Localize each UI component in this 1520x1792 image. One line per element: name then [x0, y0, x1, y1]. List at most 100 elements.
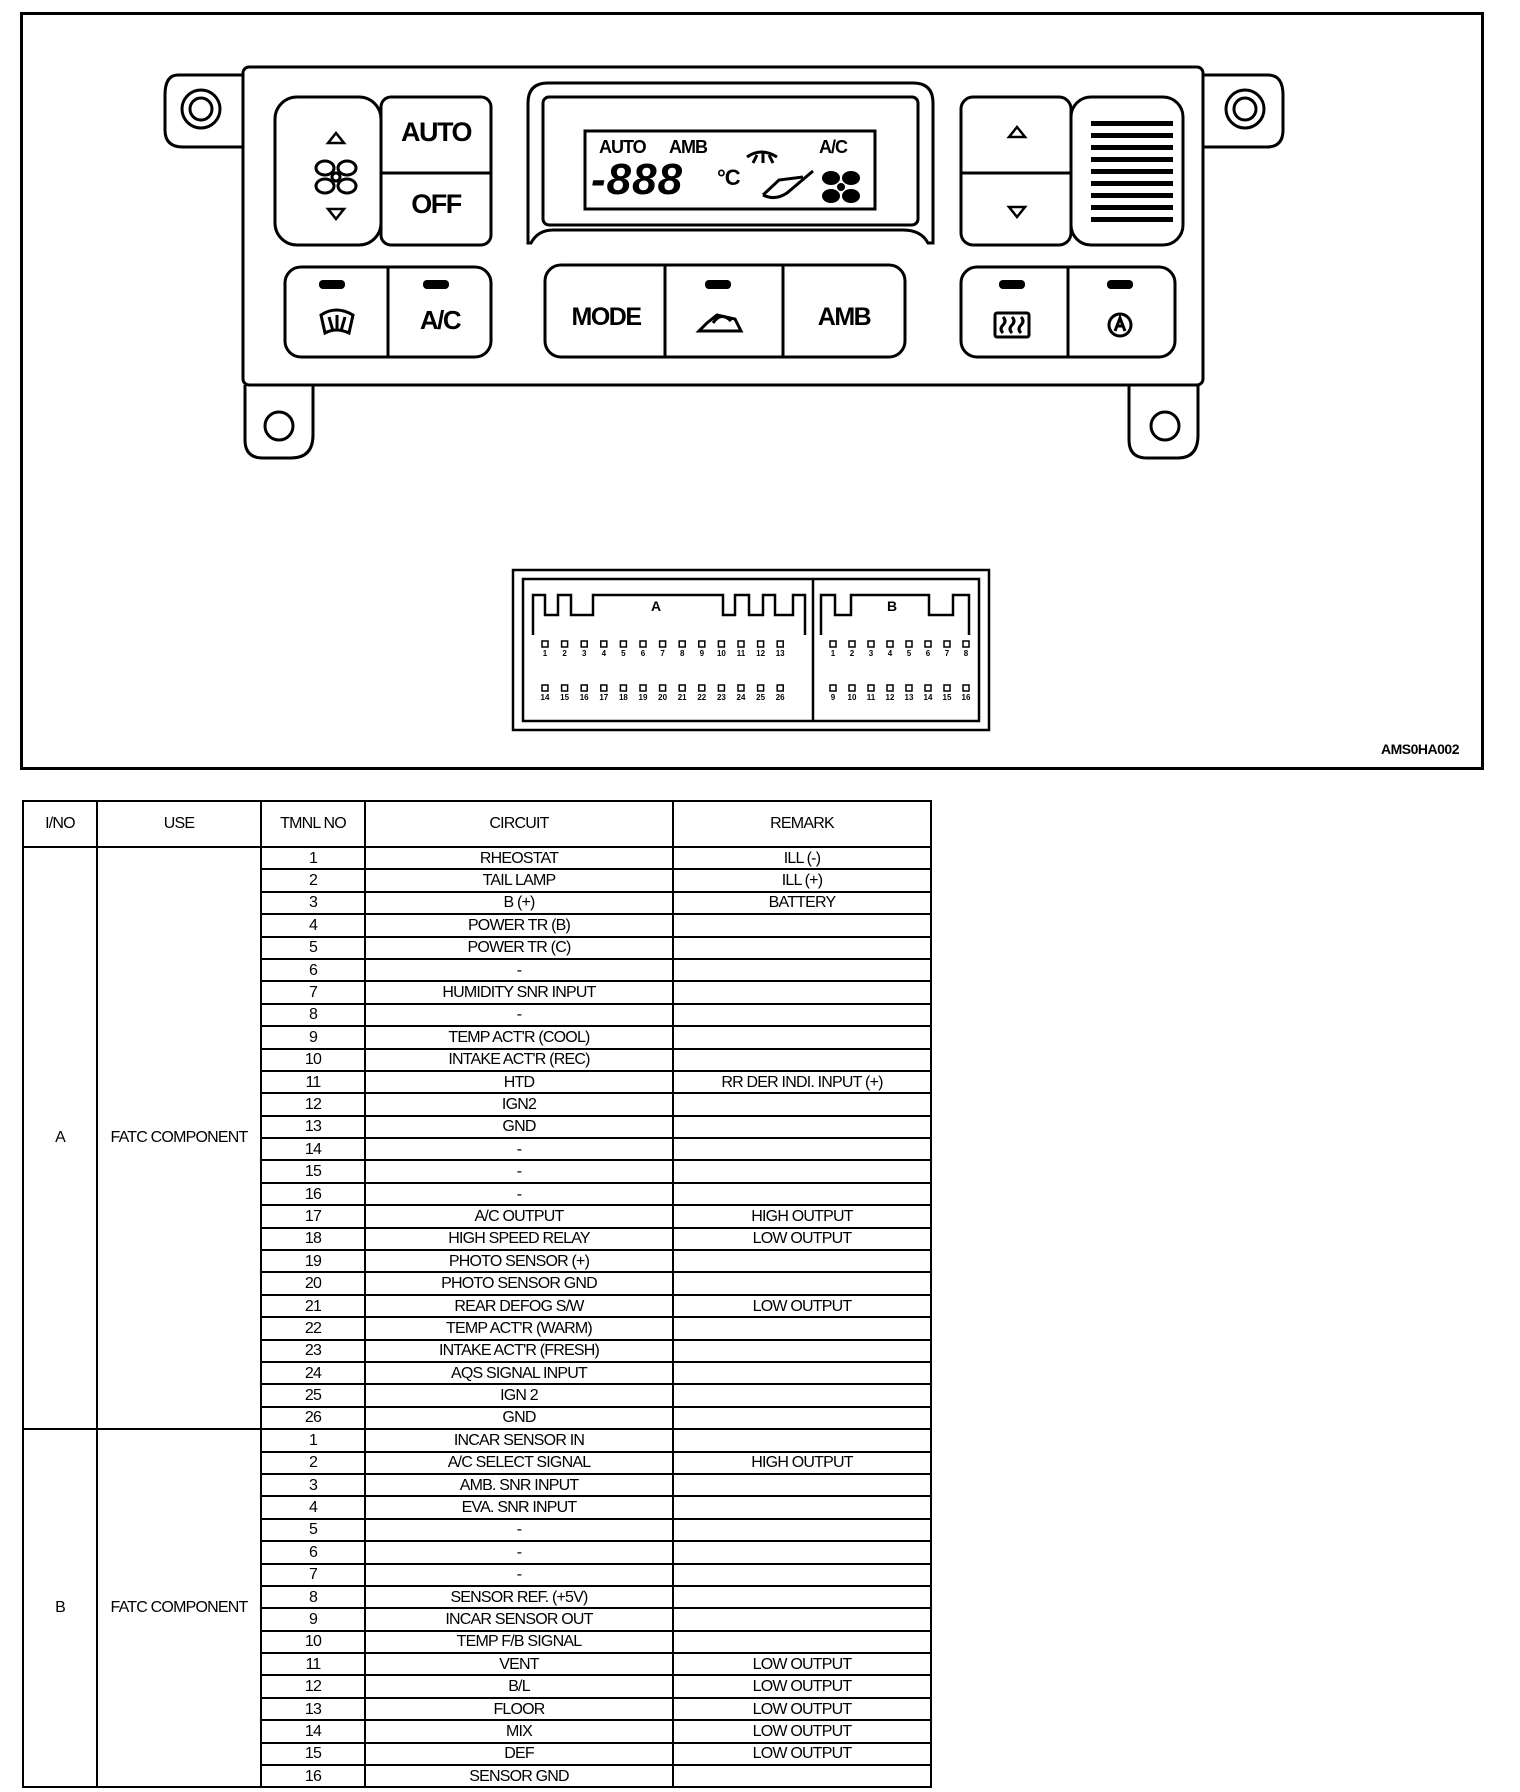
ac-button[interactable]: A/C [419, 305, 462, 335]
remark-text [672, 1047, 932, 1072]
circuit-name: INCAR SENSOR OUT [364, 1607, 674, 1632]
display-housing [526, 81, 935, 245]
circuit-name: - [364, 1002, 674, 1028]
terminal-number: 22 [260, 1316, 366, 1341]
terminal-number: 2 [260, 868, 366, 893]
terminal-number: 15 [260, 1159, 366, 1184]
auto-button[interactable]: AUTO [400, 117, 473, 147]
figure-code: AMS0HA002 [1381, 741, 1459, 757]
intake-led [1107, 280, 1133, 289]
remark-text: BATTERY [672, 890, 932, 916]
amb-button[interactable]: AMB [817, 303, 872, 331]
remark-text [672, 1607, 932, 1632]
remark-text [672, 1092, 932, 1117]
terminal-number: 20 [260, 1271, 366, 1296]
connector-pin [943, 684, 951, 692]
terminal-number: 9 [260, 1025, 366, 1050]
circuit-name: GND [364, 1405, 674, 1431]
circuit-name: PHOTO SENSOR (+) [364, 1249, 674, 1274]
terminal-number: 2 [260, 1450, 366, 1475]
remark-text [672, 1316, 932, 1341]
connector-pin [867, 640, 875, 648]
connector-pin-label: 11 [866, 693, 876, 702]
connector-pin [717, 640, 726, 648]
remark-text [672, 980, 932, 1005]
circuit-name: B/L [364, 1674, 674, 1699]
terminal-number: 1 [260, 1428, 366, 1453]
up-arrow-icon [1006, 124, 1028, 139]
circuit-name: HTD [364, 1069, 674, 1095]
connector-pin [737, 640, 745, 648]
connector-a-keys [531, 593, 807, 635]
terminal-number: 3 [260, 1472, 366, 1498]
fan-icon [314, 159, 358, 195]
remark-text [672, 1472, 932, 1498]
terminal-number: 16 [260, 1763, 366, 1789]
remark-text: ILL (-) [672, 845, 932, 871]
remark-text [672, 913, 932, 938]
circuit-name: PHOTO SENSOR GND [364, 1271, 674, 1296]
rear-defrost-led [999, 280, 1025, 289]
connector-pin [560, 684, 569, 692]
connector-pin-label: 15 [560, 693, 570, 702]
group-use: FATC COMPONENT [96, 845, 262, 1431]
connector-pin-label: 11 [736, 649, 746, 658]
terminal-number: 25 [260, 1383, 366, 1408]
control-panel-drawing [163, 65, 1285, 732]
circuit-name: - [364, 1159, 674, 1184]
terminal-number: 3 [260, 890, 366, 916]
terminal-number: 14 [260, 1719, 366, 1744]
connector-pin [905, 640, 913, 648]
connector-pin [600, 684, 608, 692]
remark-text: LOW OUTPUT [672, 1652, 932, 1677]
mode-button[interactable]: MODE [571, 303, 643, 331]
terminal-number: 23 [260, 1338, 366, 1364]
connector-pin [541, 640, 549, 648]
connector-pin-label: 4 [887, 649, 893, 658]
remark-text: LOW OUTPUT [672, 1741, 932, 1767]
connector-pin [867, 684, 875, 692]
circuit-name: HUMIDITY SNR INPUT [364, 980, 674, 1005]
connector-pin [619, 684, 628, 692]
remark-text [672, 1271, 932, 1296]
connector-pin [776, 684, 784, 692]
circuit-name: FLOOR [364, 1696, 674, 1722]
connector-pin [658, 640, 667, 648]
lcd-temperature-digits: -888 [591, 155, 684, 204]
recirculation-icon [695, 313, 744, 333]
connector-pin-label: 24 [736, 693, 746, 702]
lcd-seat-icon [761, 169, 814, 200]
lcd-amb-label: AMB [669, 137, 708, 157]
off-button[interactable]: OFF [411, 189, 462, 219]
lcd-unit-label: °C [717, 165, 741, 190]
remark-text [672, 1360, 932, 1386]
panel-body [241, 65, 1205, 387]
header-remark: REMARK [672, 800, 932, 848]
connector-pin-label: 8 [963, 649, 969, 658]
connector-pin [639, 684, 647, 692]
connector-pin-label: 12 [756, 649, 766, 658]
connector-pin-label: 8 [679, 649, 685, 658]
circuit-name: RHEOSTAT [364, 845, 674, 871]
mode-amb-frame [543, 263, 907, 359]
terminal-number: 7 [260, 1562, 366, 1587]
terminal-number: 5 [260, 935, 366, 960]
connector-pin [924, 640, 932, 648]
header-circuit: CIRCUIT [364, 800, 674, 848]
connector-pin [848, 684, 856, 692]
connector-pin [698, 640, 706, 648]
down-arrow-icon [1006, 205, 1028, 220]
remark-text [672, 1002, 932, 1028]
